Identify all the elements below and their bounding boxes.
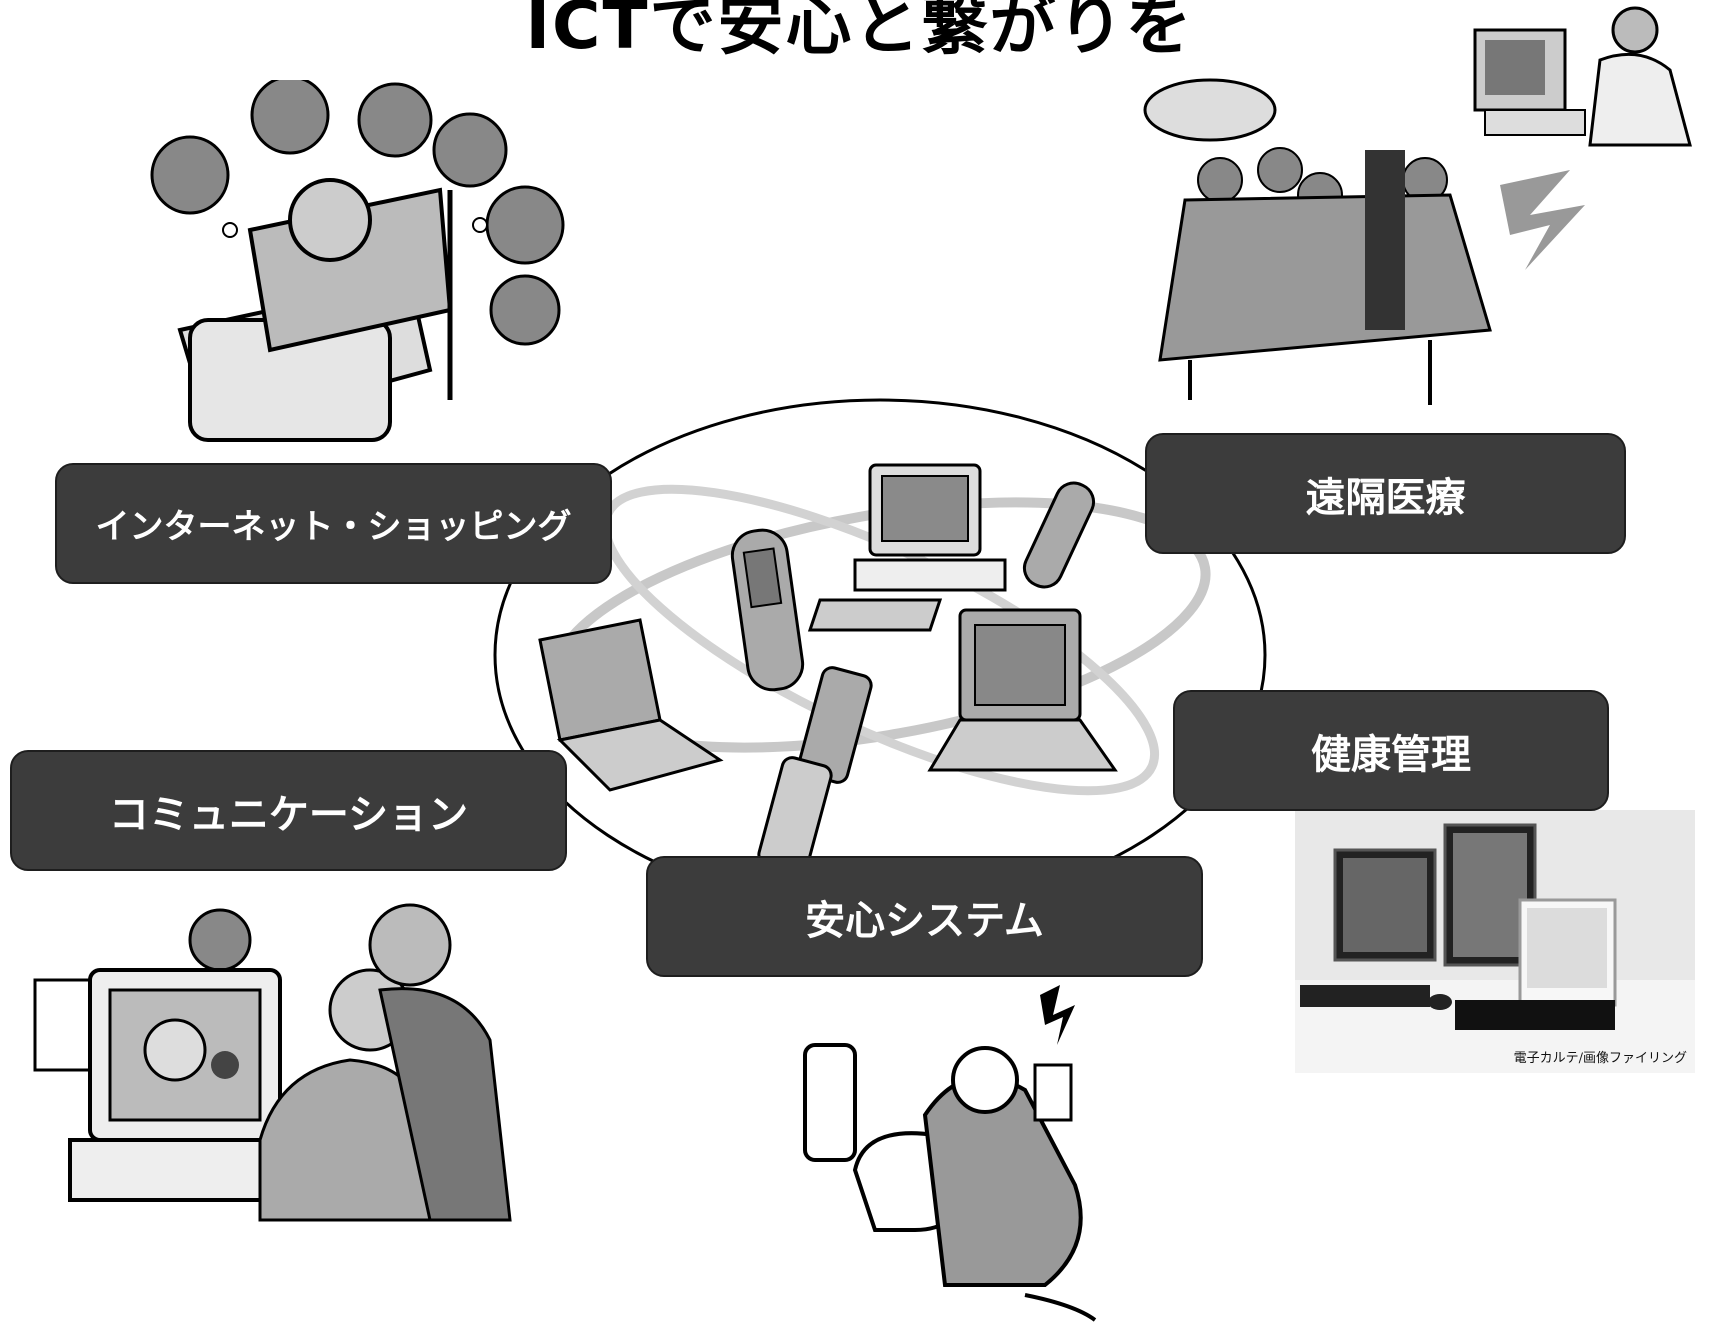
label-communication: コミュニケーション	[10, 750, 567, 871]
desktop-computer-icon	[807, 463, 1007, 632]
doctor-at-computer-icon	[1473, 6, 1692, 147]
bedridden-person-illustration	[150, 80, 565, 442]
video-call-elderly-illustration	[33, 903, 512, 1222]
remote-surgery-illustration	[1143, 6, 1692, 405]
page-title: ICTで安心と繋がりを	[525, 0, 1194, 64]
alarm-signal-icon	[1040, 985, 1075, 1045]
label-remote-medicine: 遠隔医療	[1145, 433, 1626, 554]
label-internet-shopping: インターネット・ショッピング	[55, 463, 612, 584]
mobile-phone-icon	[1022, 481, 1096, 589]
label-health-management: 健康管理	[1173, 690, 1609, 811]
signal-lightning-icon	[1500, 170, 1585, 270]
laptop-icon	[927, 608, 1118, 772]
mobile-phone-icon	[730, 528, 805, 692]
label-safety-system: 安心システム	[646, 856, 1203, 977]
flip-phone-icon	[757, 666, 873, 874]
laptop-icon	[538, 618, 724, 792]
electronic-medical-record-photo: 電子カルテ/画像ファイリング	[1295, 810, 1695, 1073]
surgeons-icon	[1158, 147, 1492, 405]
photo-caption: 電子カルテ/画像ファイリング	[1514, 1051, 1687, 1066]
emergency-call-illustration	[803, 985, 1097, 1322]
central-network-diagram	[493, 398, 1267, 910]
surgical-light-icon	[1143, 78, 1277, 142]
